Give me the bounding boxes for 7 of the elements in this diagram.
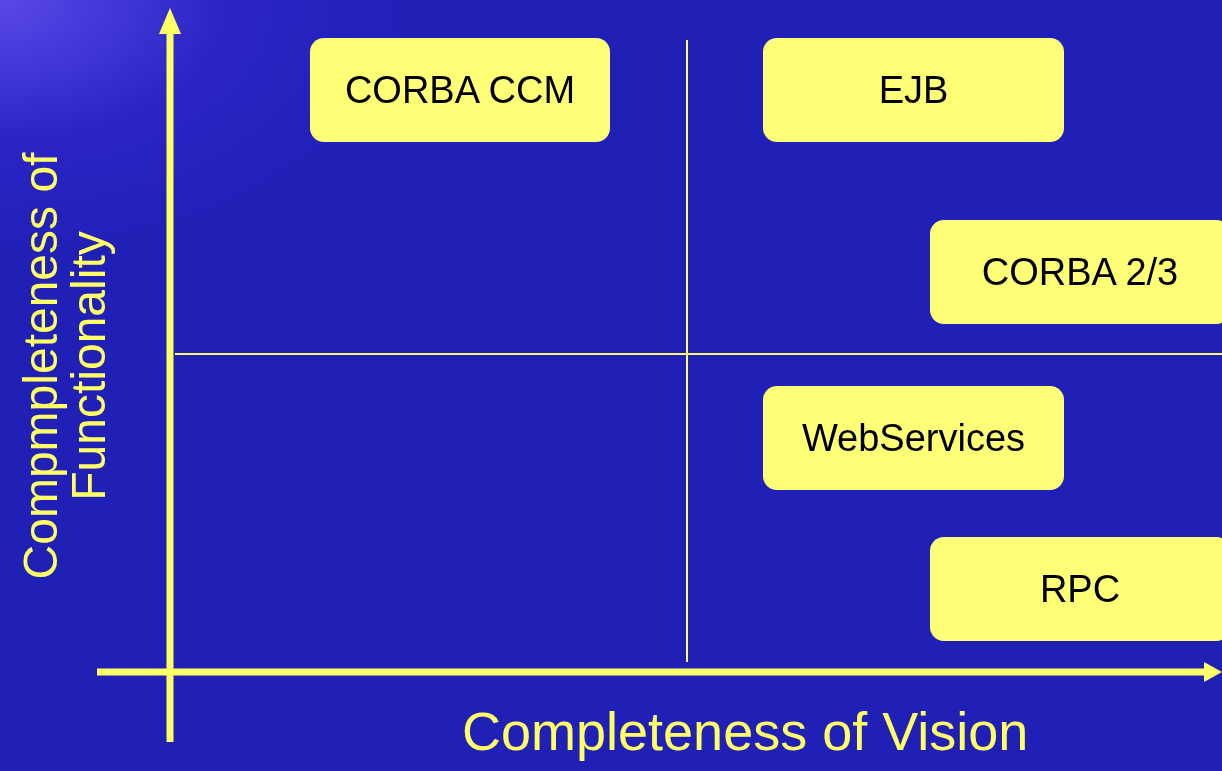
quadrant-box: WebServices xyxy=(763,386,1064,490)
quadrant-box: RPC xyxy=(930,537,1222,641)
axis-title: Compmpleteness of Functionality xyxy=(17,151,113,582)
axis-title: Completeness of Vision xyxy=(462,700,1029,762)
quadrant-box: CORBA 2/3 xyxy=(930,220,1222,324)
quadrant-box: EJB xyxy=(763,38,1064,142)
quadrant-box: CORBA CCM xyxy=(310,38,610,142)
